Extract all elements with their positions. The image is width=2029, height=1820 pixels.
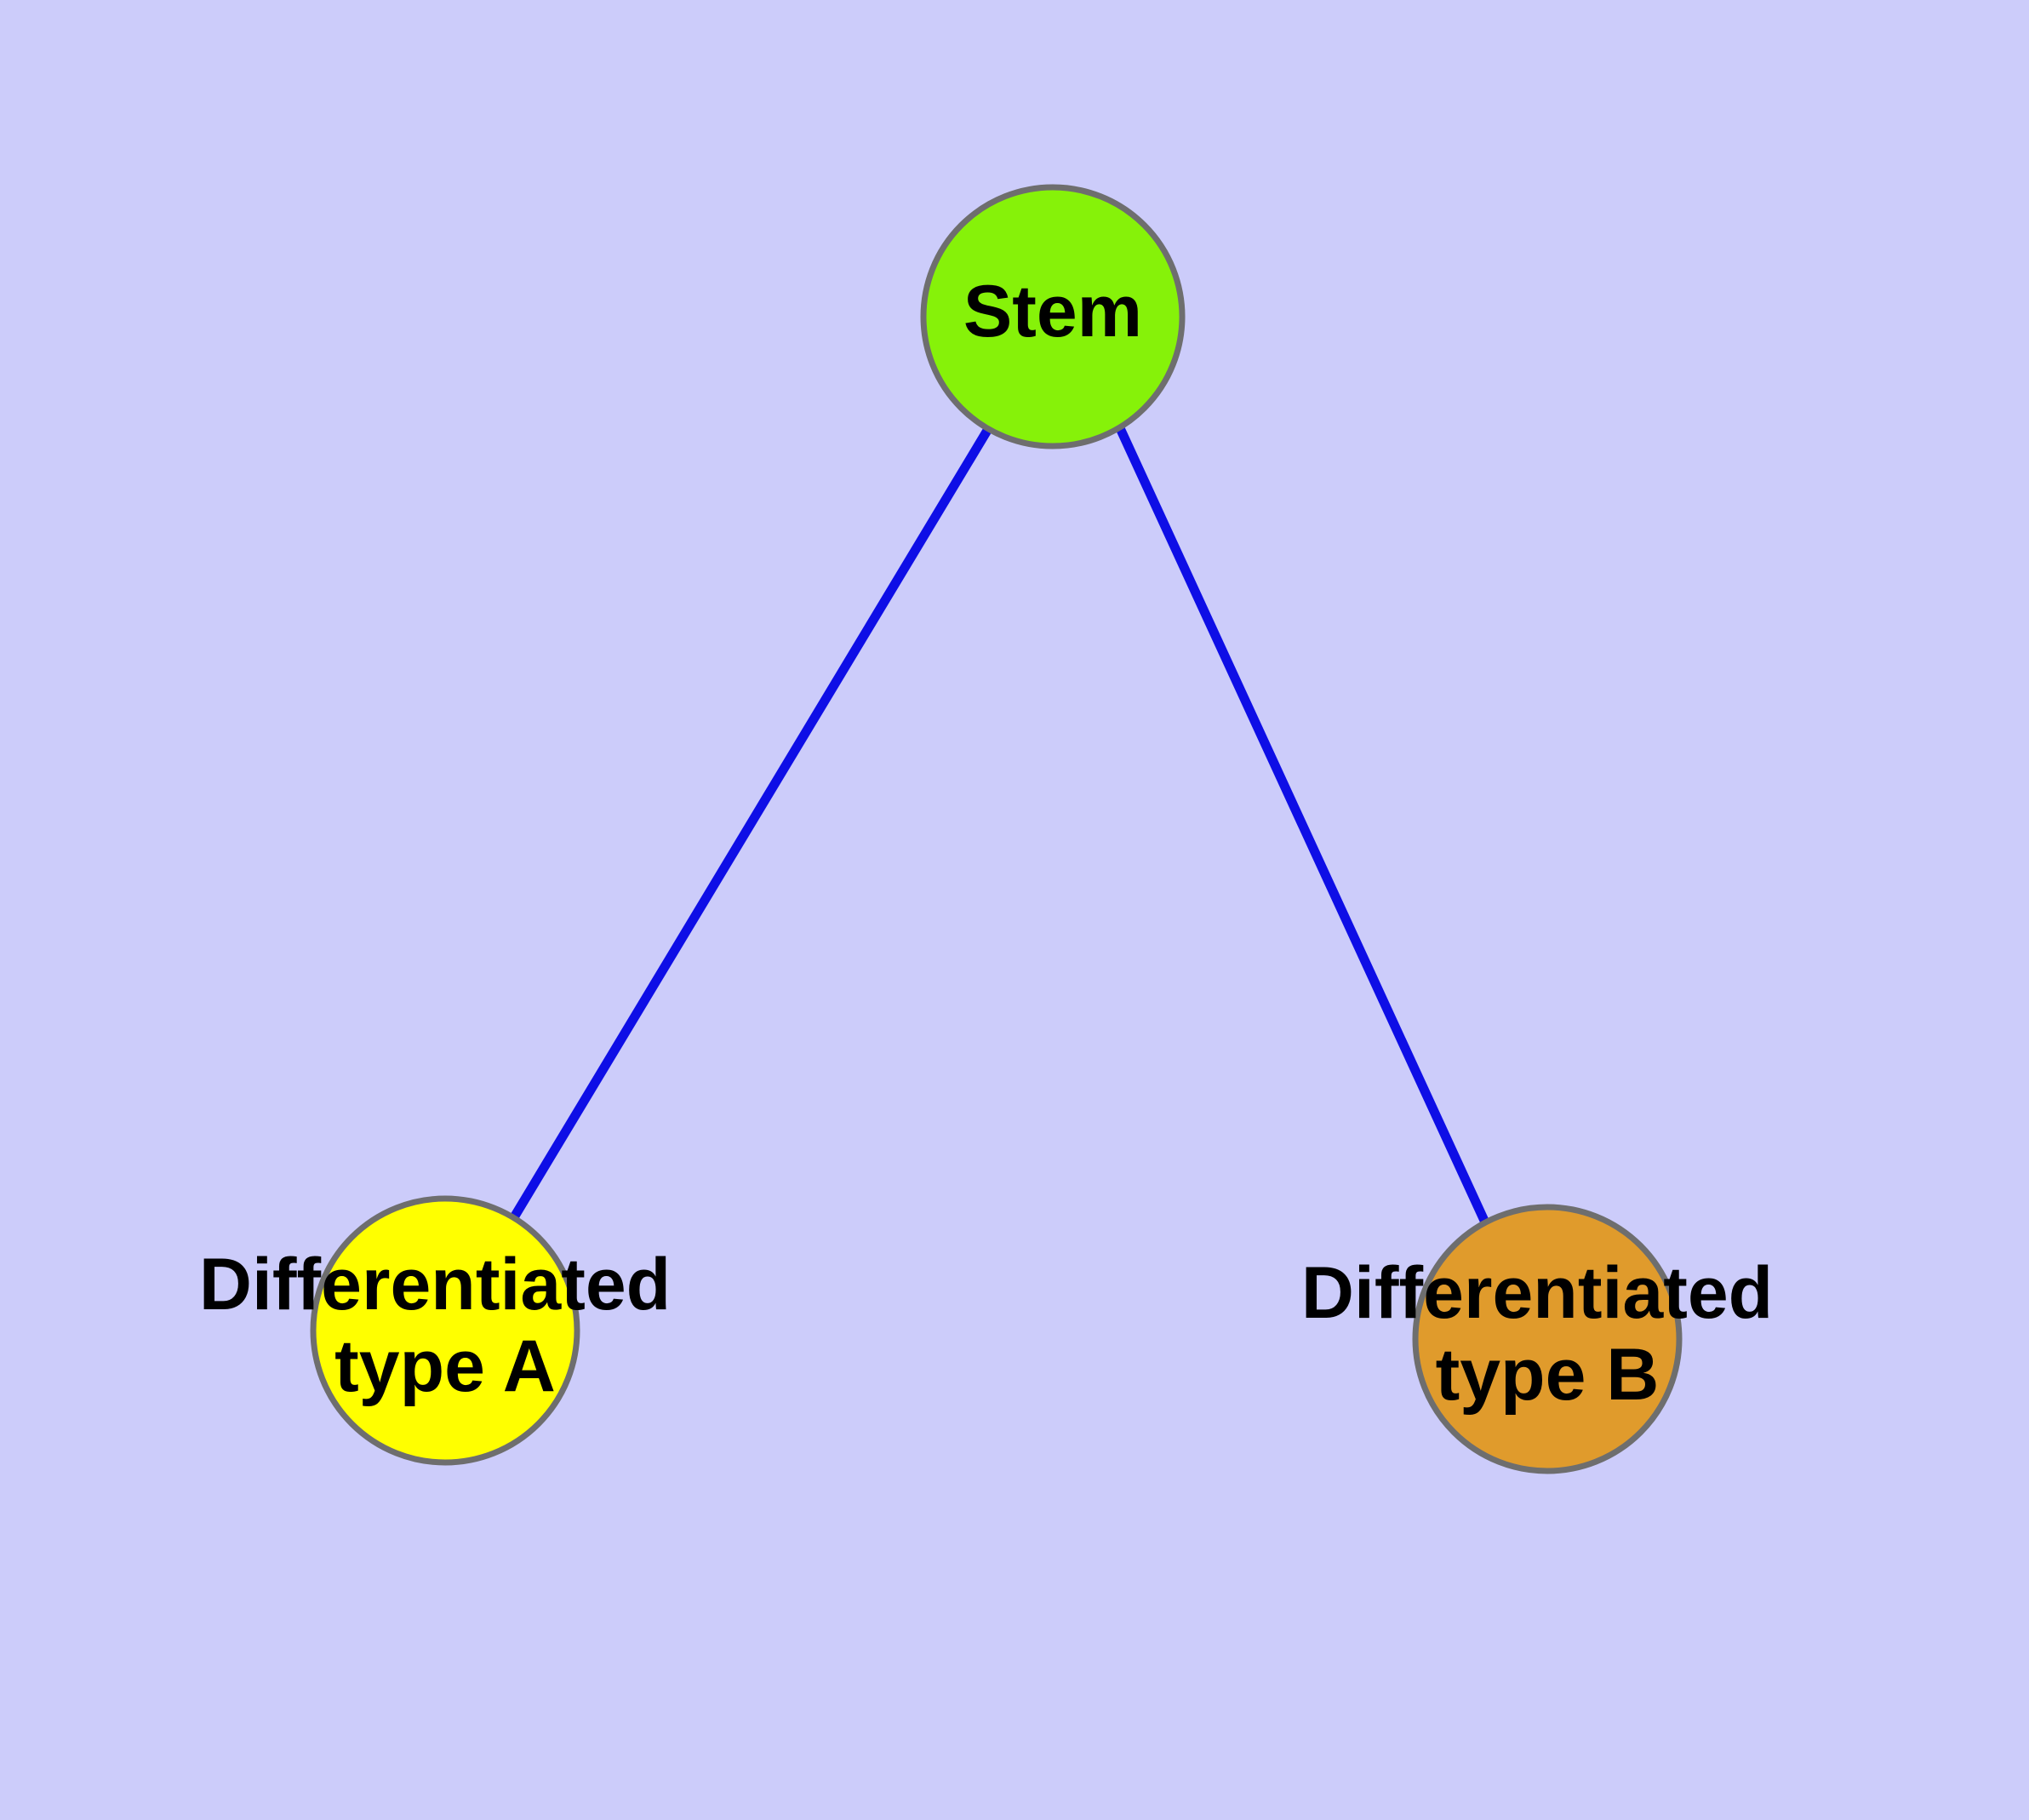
edge-stem-to-differentiated-type-b[interactable] <box>1116 426 1489 1225</box>
nodes-group: Stem Differentiated type A Differentiate… <box>199 184 1793 1474</box>
node-differentiated-type-b-label-line-2: type B <box>1436 1334 1660 1416</box>
node-stem-label-line-1: Stem <box>963 271 1142 352</box>
node-differentiated-type-a-label-line-2: type A <box>334 1325 556 1407</box>
node-differentiated-type-b[interactable]: Differentiated type B <box>1301 1204 1793 1474</box>
node-differentiated-type-a-label-line-1: Differentiated <box>199 1244 671 1325</box>
node-stem-label: Stem <box>963 271 1142 352</box>
node-differentiated-type-a-label: Differentiated type A <box>199 1244 691 1407</box>
node-differentiated-type-b-label-line-1: Differentiated <box>1301 1252 1773 1334</box>
node-stem-circle[interactable] <box>920 184 1186 449</box>
node-differentiated-type-a-circle[interactable] <box>310 1195 580 1466</box>
node-differentiated-type-a[interactable]: Differentiated type A <box>199 1195 691 1466</box>
node-differentiated-type-b-label: Differentiated type B <box>1301 1252 1793 1416</box>
node-stem[interactable]: Stem <box>920 184 1186 449</box>
node-differentiated-type-b-circle[interactable] <box>1412 1204 1683 1474</box>
edges-group <box>507 426 1489 1225</box>
edge-stem-to-differentiated-type-a[interactable] <box>507 426 992 1224</box>
